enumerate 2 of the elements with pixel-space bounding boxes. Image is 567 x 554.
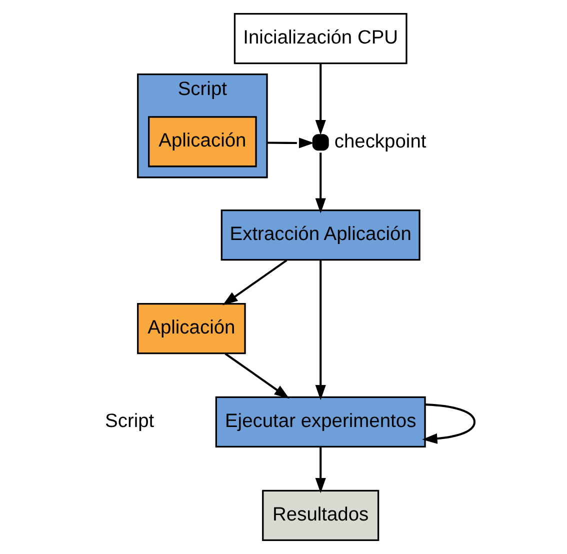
node-label: checkpoint bbox=[334, 131, 426, 152]
label: Script bbox=[105, 411, 154, 432]
